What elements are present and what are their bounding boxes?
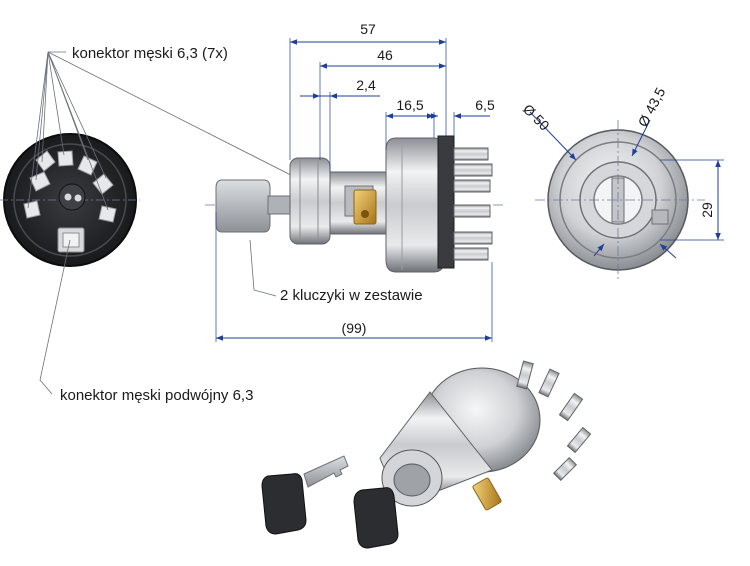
dim-46: 46 [377,47,393,63]
dim-57: 57 [360,21,376,37]
double-connector [57,227,85,253]
rear-connectors [453,147,493,261]
dim-diameter-43-5: Ø 43,5 [635,85,669,130]
dim-16-5: 16,5 [396,97,423,113]
back-view [0,51,351,395]
label-double-connector: konektor męski podwójny 6,3 [60,387,253,404]
dim-99: (99) [342,320,367,336]
dim-diameter-50: Ø 50 [520,101,553,134]
dim-29: 29 [699,202,715,218]
front-dimensions [529,111,724,259]
render-3d [261,360,592,549]
key-side [215,179,293,233]
side-view [205,135,505,273]
connector-terminals [23,150,117,223]
loose-key [261,455,349,535]
dimension-lines [215,38,493,342]
leader-line-double [39,239,71,395]
label-male-connector-7x: konektor męski 6,3 (7x) [72,45,228,62]
front-view [535,120,705,282]
label-keys: 2 kluczyki w zestawie [280,287,423,304]
dim-6-5: 6,5 [475,97,495,113]
dim-2-4: 2,4 [356,77,376,93]
